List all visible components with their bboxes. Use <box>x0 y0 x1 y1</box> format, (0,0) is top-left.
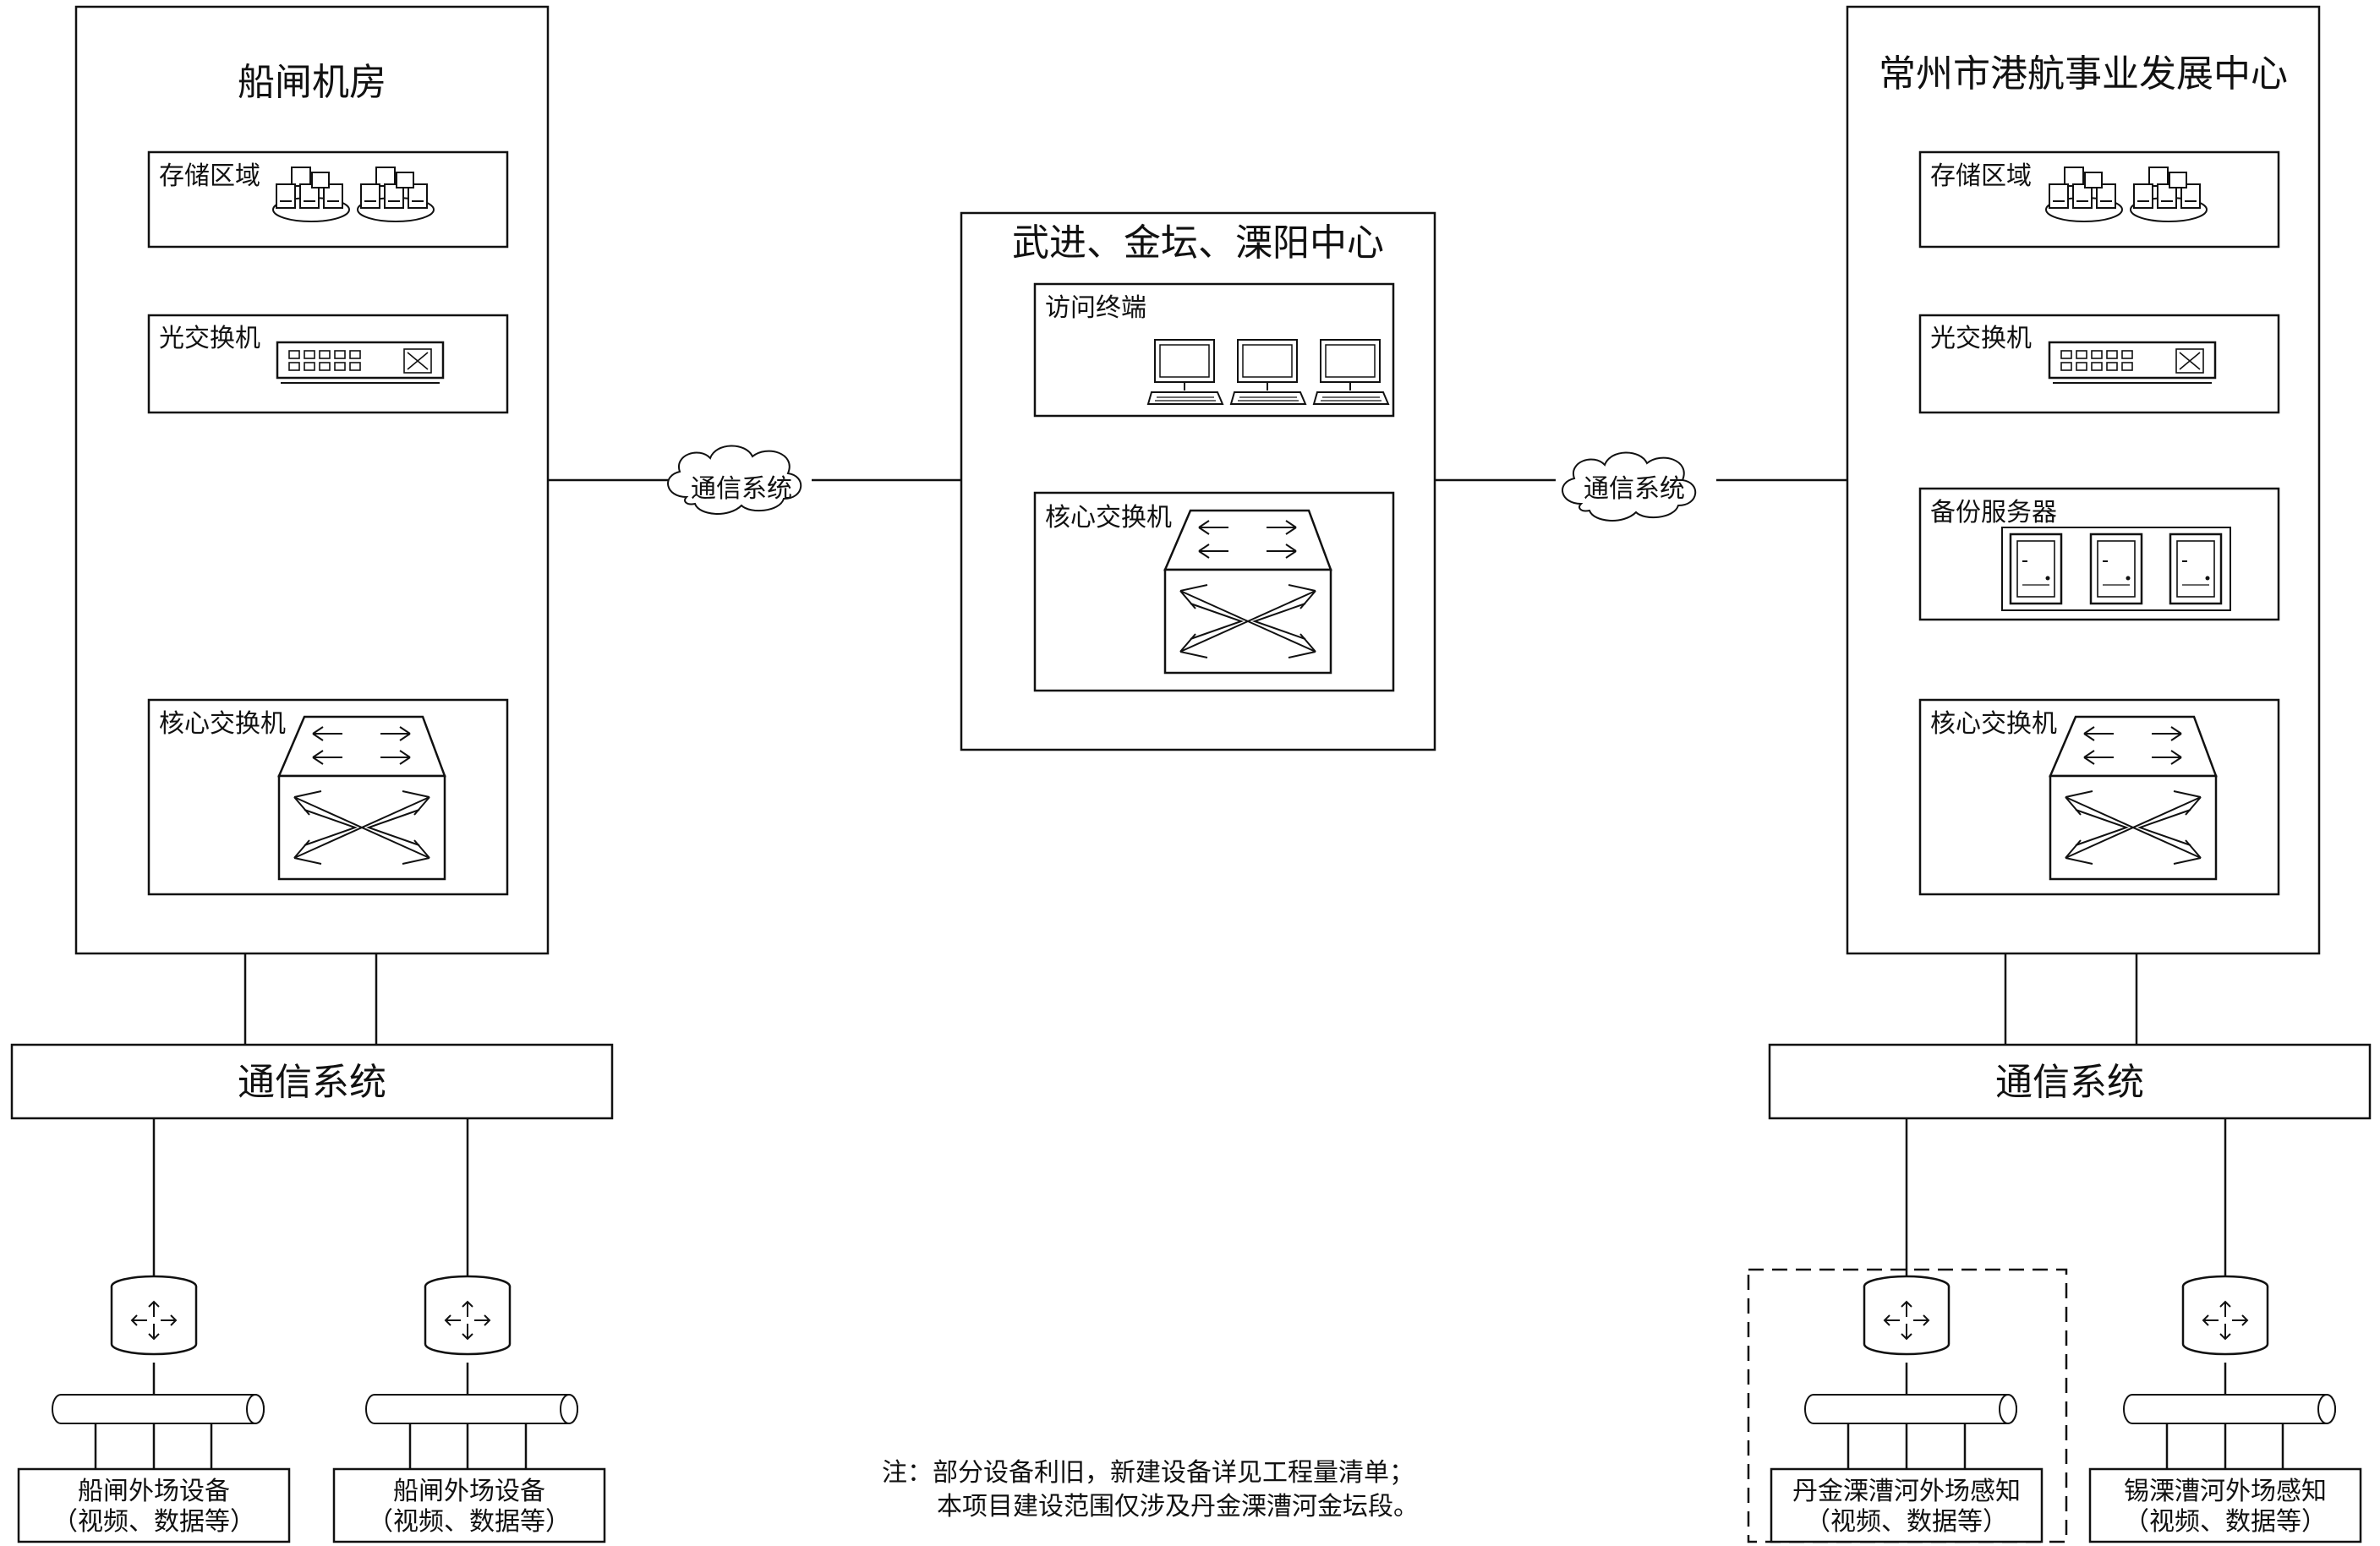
backup-server-icon <box>2009 533 2063 605</box>
right-comm-bar-label: 通信系统 <box>1995 1061 2144 1104</box>
core-switch-icon <box>1163 509 1332 675</box>
left-optical-switch-label: 光交换机 <box>159 324 260 353</box>
core-switch-icon <box>2049 715 2218 881</box>
bus-icon <box>52 1394 265 1424</box>
right-backup-servers: 备份服务器 <box>1918 487 2280 621</box>
field-device-line2: （视频、数据等） <box>1805 1507 2008 1537</box>
left-machine-room: 船闸机房 存储区域 光交换机 核心交换机 <box>74 5 550 955</box>
core-switch-icon <box>277 715 446 881</box>
field-device-line1: 船闸外场设备 <box>78 1477 230 1506</box>
left-cloud: 通信系统 <box>667 445 802 515</box>
field-group-1: 船闸外场设备 （视频、数据等） <box>17 1275 291 1543</box>
left-comm-bar: 通信系统 <box>10 1043 614 1120</box>
field-group-4: 锡溧漕河外场感知 （视频、数据等） <box>2088 1275 2362 1543</box>
left-core-switch-label: 核心交换机 <box>159 709 286 739</box>
computer-icon <box>1147 339 1223 405</box>
middle-core-switch: 核心交换机 <box>1033 491 1395 692</box>
bus-icon <box>365 1394 578 1424</box>
router-icon <box>1863 1275 1951 1356</box>
computer-icon <box>1230 339 1306 405</box>
right-core-switch: 核心交换机 <box>1918 698 2280 896</box>
middle-terminals-label: 访问终端 <box>1045 293 1146 323</box>
field-device-line1: 丹金溧漕河外场感知 <box>1792 1477 2021 1506</box>
right-optical-switch-label: 光交换机 <box>1930 324 2032 353</box>
backup-server-icon <box>2089 533 2143 605</box>
left-optical-switch: 光交换机 <box>147 314 509 414</box>
left-storage-area: 存储区域 <box>147 150 509 249</box>
field-device-line1: 锡溧漕河外场感知 <box>2124 1477 2327 1506</box>
backup-server-icon <box>2169 533 2223 605</box>
right-center-title: 常州市港航事业发展中心 <box>1879 52 2288 96</box>
middle-center-title: 武进、金坛、溧阳中心 <box>1012 221 1384 265</box>
optical-switch-icon <box>276 341 445 385</box>
bus-icon <box>2123 1394 2336 1424</box>
router-icon <box>2181 1275 2269 1356</box>
field-group-2: 船闸外场设备 （视频、数据等） <box>332 1275 606 1543</box>
right-optical-switch: 光交换机 <box>1918 314 2280 414</box>
router-icon <box>110 1275 198 1356</box>
field-device-line2: （视频、数据等） <box>368 1507 571 1537</box>
right-core-switch-label: 核心交换机 <box>1930 709 2057 739</box>
footnote: 注：部分设备利旧，新建设备详见工程量清单； 本项目建设范围仅涉及丹金溧漕河金坛段… <box>882 1458 1419 1521</box>
field-device-line2: （视频、数据等） <box>52 1507 255 1537</box>
note-line1: 注：部分设备利旧，新建设备详见工程量清单； <box>882 1458 1414 1488</box>
right-comm-bar: 通信系统 <box>1768 1043 2372 1120</box>
right-storage-area: 存储区域 <box>1918 150 2280 249</box>
middle-center: 武进、金坛、溧阳中心 访问终端 核心交换机 <box>960 211 1436 751</box>
right-storage-label: 存储区域 <box>1930 161 2032 191</box>
right-cloud: 通信系统 <box>1562 451 1697 522</box>
left-room-title: 船闸机房 <box>238 61 386 104</box>
field-group-3: 丹金溧漕河外场感知 （视频、数据等） <box>1770 1275 2044 1543</box>
middle-core-switch-label: 核心交换机 <box>1045 503 1172 533</box>
left-core-switch: 核心交换机 <box>147 698 509 896</box>
computer-icon <box>1313 339 1389 405</box>
note-line2: 本项目建设范围仅涉及丹金溧漕河金坛段。 <box>937 1492 1419 1521</box>
router-icon <box>424 1275 512 1356</box>
left-storage-label: 存储区域 <box>159 161 260 191</box>
left-cloud-label: 通信系统 <box>691 474 792 504</box>
field-device-line1: 船闸外场设备 <box>393 1477 545 1506</box>
middle-terminals: 访问终端 <box>1033 282 1395 418</box>
left-comm-bar-label: 通信系统 <box>238 1061 386 1104</box>
right-backup-label: 备份服务器 <box>1930 498 2057 527</box>
right-center: 常州市港航事业发展中心 存储区域 光交换机 备份服务器 核心交换机 <box>1846 5 2321 955</box>
field-device-line2: （视频、数据等） <box>2124 1507 2327 1537</box>
bus-icon <box>1804 1394 2017 1424</box>
optical-switch-icon <box>2048 341 2217 385</box>
right-cloud-label: 通信系统 <box>1584 474 1685 504</box>
